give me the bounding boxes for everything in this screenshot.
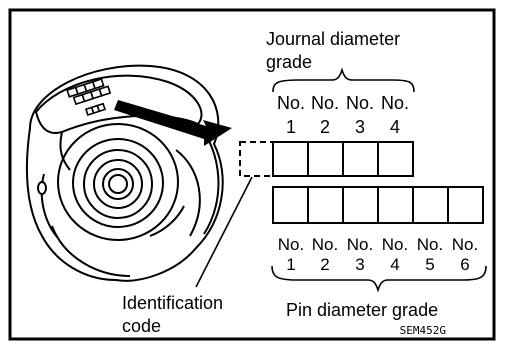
pointer-arrow	[114, 100, 232, 146]
journal-num-3: 3	[355, 117, 365, 137]
pin-no-1: No.	[278, 235, 304, 254]
journal-num-1: 1	[286, 117, 296, 137]
figure-border	[8, 8, 496, 341]
pin-num-3: 3	[355, 255, 364, 274]
journal-grade-boxes	[272, 141, 414, 177]
pin-title: Pin diameter grade	[286, 300, 438, 320]
pin-number-labels: No. No. No. No. No. No. 1 2 3 4 5 6	[278, 235, 478, 274]
journal-title-line2: grade	[266, 52, 312, 72]
stamped-code-marks	[66, 78, 112, 116]
journal-title-line1: Journal diameter	[266, 29, 400, 49]
crankshaft-illustration	[25, 64, 224, 282]
pin-num-2: 2	[320, 255, 329, 274]
journal-num-2: 2	[320, 117, 330, 137]
pin-no-5: No.	[417, 235, 443, 254]
journal-no-3: No.	[346, 93, 374, 113]
identification-label-line1: Identification	[122, 293, 223, 313]
identification-label-line2: code	[122, 316, 161, 336]
pin-no-2: No.	[312, 235, 338, 254]
journal-no-4: No.	[381, 93, 409, 113]
pin-brace	[271, 265, 487, 293]
identification-leader-line	[195, 176, 253, 288]
pin-no-3: No.	[347, 235, 373, 254]
journal-number-labels: No. No. No. No. 1 2 3 4	[277, 93, 409, 137]
pin-num-5: 5	[425, 255, 434, 274]
pin-no-4: No.	[382, 235, 408, 254]
figure-code: SEM452G	[400, 324, 446, 337]
journal-num-4: 4	[390, 117, 400, 137]
pin-no-6: No.	[452, 235, 478, 254]
pin-num-1: 1	[286, 255, 295, 274]
journal-no-2: No.	[311, 93, 339, 113]
journal-no-1: No.	[277, 93, 305, 113]
journal-brace	[272, 67, 415, 93]
pin-num-4: 4	[390, 255, 399, 274]
identification-code-box	[239, 141, 274, 177]
pin-grade-boxes	[272, 186, 484, 224]
pin-num-6: 6	[460, 255, 469, 274]
